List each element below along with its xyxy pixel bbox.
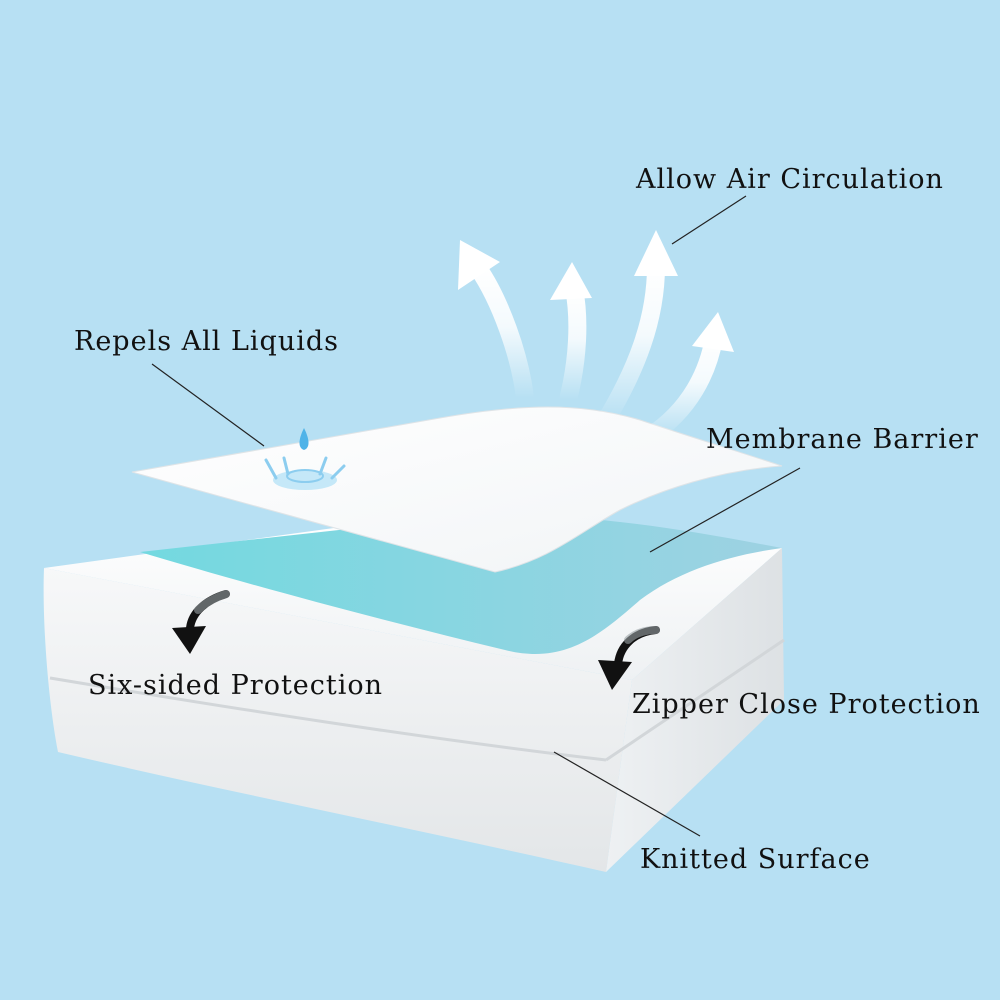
- zipper-seam-side: [605, 638, 785, 762]
- zipper-close-protection-label: Zipper Close Protection: [632, 689, 981, 720]
- air-circulation-label: Allow Air Circulation: [636, 164, 944, 195]
- mattress-side-face: [606, 548, 784, 872]
- curved-down-arrow-icon: [598, 626, 660, 690]
- membrane-layer: [140, 516, 782, 654]
- knitted-surface-label: Knitted Surface: [640, 844, 871, 875]
- curved-down-arrow-icon: [172, 590, 230, 654]
- repels-liquids-label: Repels All Liquids: [74, 326, 340, 357]
- curved-up-arrow-icon: [597, 230, 678, 429]
- six-sided-protection-label: Six-sided Protection: [88, 670, 384, 701]
- leader-line-air: [671, 195, 747, 245]
- curved-up-arrow-icon: [550, 262, 592, 409]
- curved-up-arrow-icon: [641, 312, 734, 445]
- zipper-seam-front: [49, 676, 607, 762]
- leader-line-knitted: [553, 751, 701, 837]
- leader-line-liquids: [151, 363, 265, 447]
- membrane-barrier-label: Membrane Barrier: [706, 424, 979, 455]
- water-droplet-icon: [264, 428, 346, 490]
- leader-line-membrane: [649, 467, 801, 553]
- curved-up-arrow-icon: [458, 240, 534, 407]
